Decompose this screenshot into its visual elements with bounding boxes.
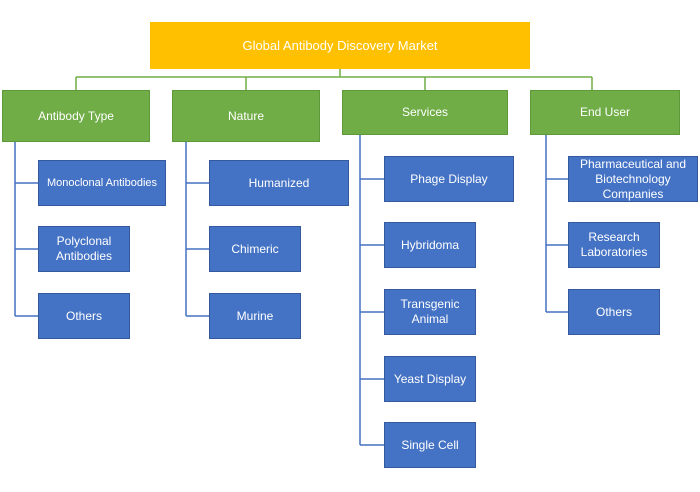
item-pharmaceutical-biotechnology-companies: Pharmaceutical and Biotechnology Compani… [568,156,698,202]
item-research-laboratories: Research Laboratories [568,222,660,268]
item-hybridoma: Hybridoma [384,222,476,268]
root-node-title: Global Antibody Discovery Market [150,22,530,69]
category-services: Services [342,90,508,135]
item-others-antibody-type: Others [38,293,130,339]
category-end-user: End User [530,90,680,135]
item-polyclonal-antibodies: Polyclonal Antibodies [38,226,130,272]
item-phage-display: Phage Display [384,156,514,202]
item-monoclonal-antibodies: Monoclonal Antibodies [38,160,166,206]
item-chimeric: Chimeric [209,226,301,272]
item-transgenic-animal: Transgenic Animal [384,289,476,335]
item-others-end-user: Others [568,289,660,335]
category-antibody-type: Antibody Type [2,90,150,142]
item-single-cell: Single Cell [384,422,476,468]
item-humanized: Humanized [209,160,349,206]
item-yeast-display: Yeast Display [384,356,476,402]
item-murine: Murine [209,293,301,339]
category-nature: Nature [172,90,320,142]
